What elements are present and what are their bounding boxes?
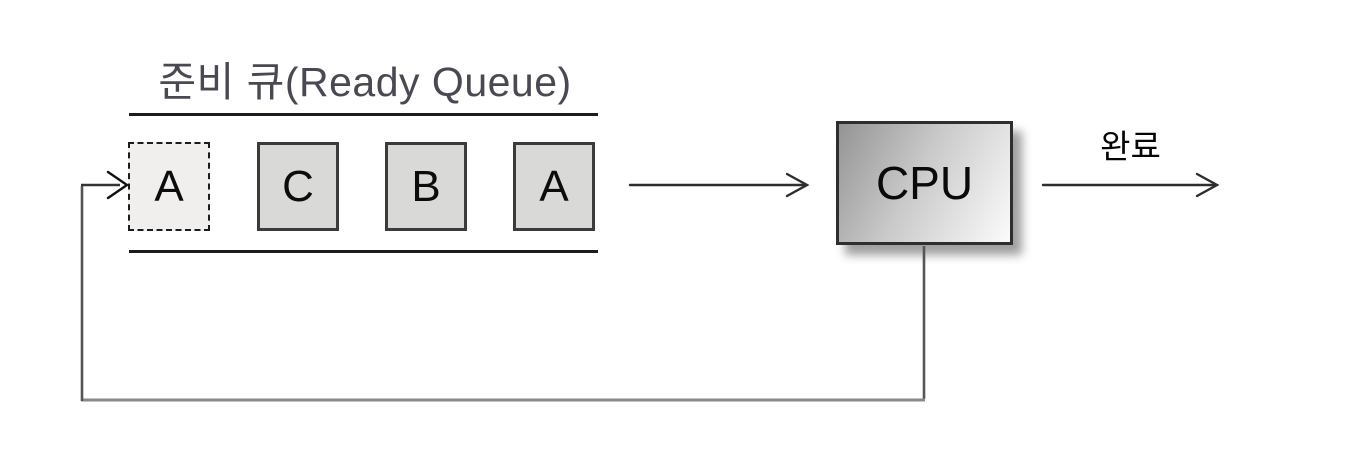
ready-queue-title: 준비 큐(Ready Queue): [158, 59, 572, 105]
process-box: B: [385, 142, 467, 231]
process-label: A: [539, 161, 569, 211]
cpu-to-done-arrow: [1041, 172, 1220, 198]
arrowhead-icon: [785, 172, 810, 198]
process-label: A: [154, 161, 184, 211]
process-box-dashed: A: [128, 142, 210, 231]
process-box: A: [513, 142, 595, 231]
queue-to-cpu-arrow: [628, 172, 810, 198]
done-label: 완료: [1100, 128, 1161, 165]
arrowhead-icon: [106, 170, 130, 200]
process-label: C: [282, 161, 314, 211]
queue-bottom-rail: [129, 250, 598, 253]
arrowhead-icon: [1195, 172, 1220, 198]
cpu-box: CPU: [836, 121, 1013, 245]
process-box: C: [257, 142, 339, 231]
queue-top-rail: [129, 113, 598, 116]
process-label: B: [411, 161, 441, 211]
cpu-label: CPU: [875, 157, 974, 209]
